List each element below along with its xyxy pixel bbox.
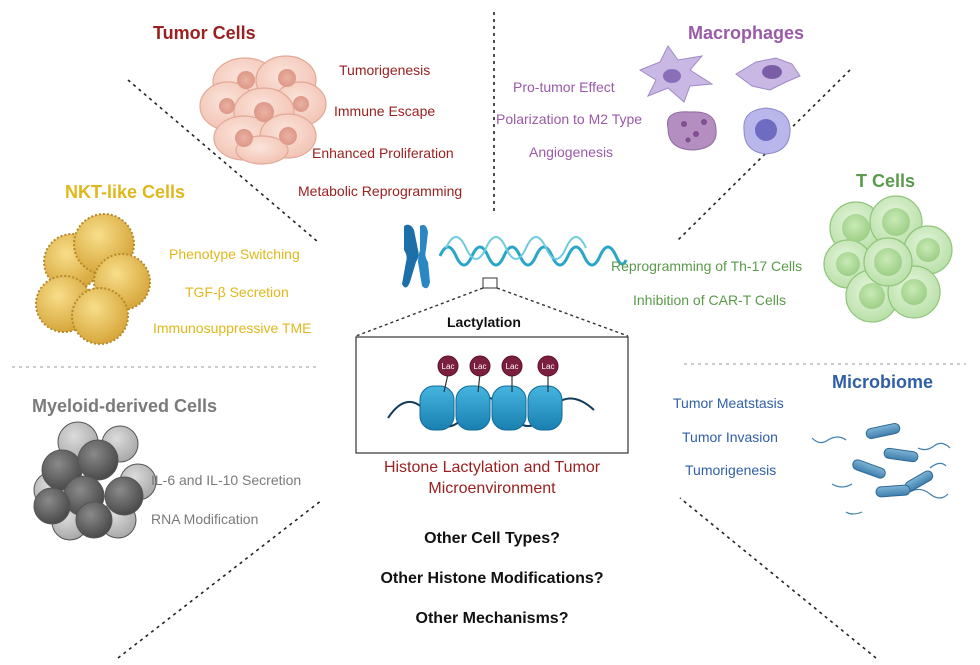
lac-mark: Lac bbox=[542, 362, 555, 371]
tcell-item: Reprogramming of Th-17 Cells bbox=[611, 258, 803, 274]
microbiome-item: Tumorigenesis bbox=[685, 462, 777, 478]
question-text: Other Cell Types? bbox=[424, 530, 560, 547]
macrophage-item: Pro-tumor Effect bbox=[513, 79, 615, 95]
tumor-cell-cluster-icon bbox=[199, 55, 327, 165]
bacteria-icon bbox=[811, 423, 951, 515]
center-caption: Microenvironment bbox=[428, 480, 556, 497]
tumor-item: Tumorigenesis bbox=[339, 62, 431, 78]
zoom-lines bbox=[355, 287, 629, 337]
lac-mark: Lac bbox=[474, 362, 487, 371]
tcell-item: Inhibition of CAR-T Cells bbox=[633, 292, 787, 308]
nkt-item: TGF-β Secretion bbox=[185, 284, 289, 300]
tumor-cells-title: Tumor Cells bbox=[153, 23, 256, 43]
macrophages-title: Macrophages bbox=[688, 23, 805, 43]
divider-bottom-right bbox=[679, 497, 877, 659]
nkt-item: Phenotype Switching bbox=[169, 246, 300, 262]
t-cell-cluster-icon bbox=[823, 195, 953, 323]
lactylation-panel bbox=[355, 336, 629, 454]
divider-lines-light bbox=[12, 363, 966, 368]
nkt-cell-icon bbox=[35, 213, 151, 345]
macrophage-item: Angiogenesis bbox=[529, 144, 614, 160]
nkt-item: Immunosuppressive TME bbox=[153, 320, 312, 336]
lac-mark: Lac bbox=[442, 362, 455, 371]
nkt-cells-title: NKT-like Cells bbox=[65, 182, 186, 202]
macrophage-item: Polarization to M2 Type bbox=[496, 111, 643, 127]
tumor-item: Enhanced Proliferation bbox=[312, 145, 454, 161]
nucleosome-icon: Lac Lac Lac Lac bbox=[387, 355, 595, 431]
divider-top-right bbox=[675, 69, 851, 243]
microbiome-item: Tumor Invasion bbox=[682, 429, 778, 445]
lactylation-label: Lactylation bbox=[447, 314, 521, 330]
divider-bottom-left bbox=[117, 499, 323, 659]
t-cells-title: T Cells bbox=[856, 171, 916, 191]
tumor-item: Metabolic Reprogramming bbox=[298, 183, 463, 199]
myeloid-item: RNA Modification bbox=[151, 511, 259, 527]
question-text: Other Mechanisms? bbox=[415, 610, 569, 627]
macrophage-icon bbox=[638, 45, 801, 155]
myeloid-item: IL-6 and IL-10 Secretion bbox=[151, 472, 302, 488]
microbiome-item: Tumor Meatstasis bbox=[673, 395, 784, 411]
lac-mark: Lac bbox=[506, 362, 519, 371]
chromosome-icon bbox=[402, 224, 430, 289]
center-caption: Histone Lactylation and Tumor bbox=[383, 459, 601, 476]
divider-lines bbox=[117, 12, 877, 659]
chromatin-fiber-icon bbox=[438, 236, 628, 289]
myeloid-cells-title: Myeloid-derived Cells bbox=[32, 396, 218, 416]
myeloid-cell-cluster-icon bbox=[33, 421, 157, 541]
tumor-item: Immune Escape bbox=[334, 103, 436, 119]
question-text: Other Histone Modifications? bbox=[380, 570, 604, 587]
microbiome-title: Microbiome bbox=[832, 372, 934, 392]
